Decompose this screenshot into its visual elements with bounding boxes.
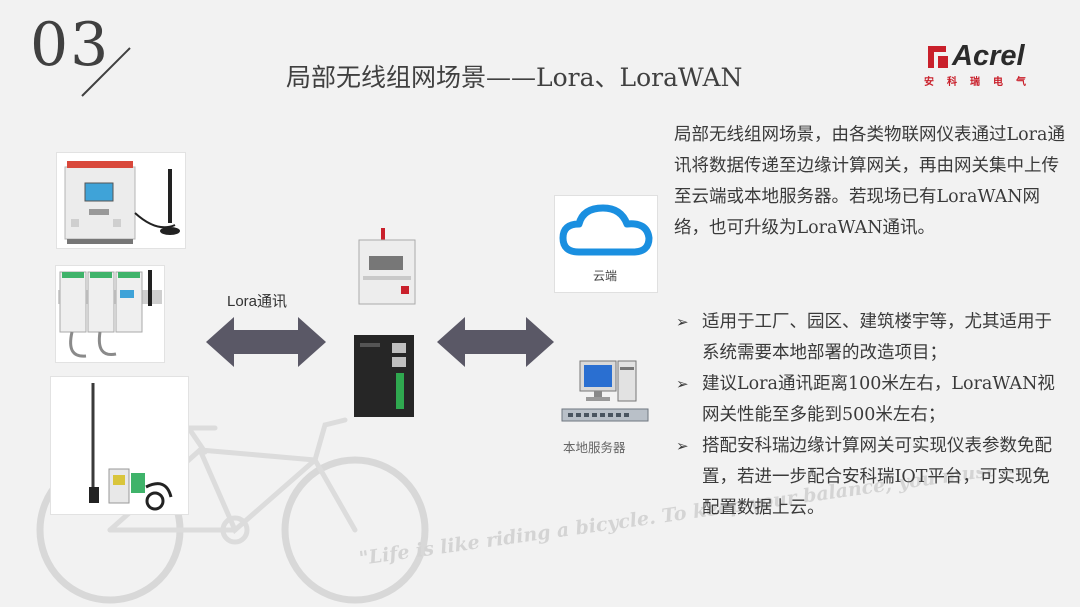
din-meter-antenna-icon (64, 161, 180, 244)
cloud-icon (559, 204, 653, 256)
bullet-text: 建议Lora通讯距离100米左右，LoraWAN视网关性能至多能到500米左右； (702, 374, 1055, 425)
lora-communication-label: Lora通讯 (227, 293, 288, 310)
left-double-arrow (206, 317, 326, 367)
arrow-bullet-icon: ➢ (676, 313, 689, 331)
modular-meter-icon (58, 270, 162, 358)
acrel-logo-mark-icon (928, 46, 948, 68)
logo-subtitle: 安科瑞电气 (924, 77, 1039, 88)
wireless-sensor-antenna-icon (89, 383, 173, 511)
motto-text: "Life is like riding a bicycle. To keep … (360, 470, 1080, 570)
list-item: ➢ 搭配安科瑞边缘计算网关可实现仪表参数免配置，若进一步配合安科瑞IOT平台，可… (674, 431, 1066, 524)
gateway-edge-device (352, 333, 416, 419)
local-server-device (560, 355, 650, 433)
list-item: ➢ 适用于工厂、园区、建筑楼宇等，尤其适用于系统需要本地部署的改造项目； (674, 307, 1066, 369)
edge-computing-gateway-icon (354, 335, 414, 417)
bullet-text: 搭配安科瑞边缘计算网关可实现仪表参数免配置，若进一步配合安科瑞IOT平台，可实现… (702, 436, 1052, 518)
cloud-label: 云端 (593, 269, 618, 283)
device-card-meter-3 (50, 376, 189, 515)
arrow-bullet-icon: ➢ (676, 375, 689, 393)
arrow-bullet-icon: ➢ (676, 437, 689, 455)
right-double-arrow (437, 317, 554, 367)
slide-number: 03 (30, 10, 111, 80)
slash-divider (81, 47, 131, 97)
device-card-meter-1 (56, 152, 186, 249)
device-card-meter-2 (55, 265, 165, 363)
local-server-label: 本地服务器 (563, 440, 626, 455)
gateway-din-device (351, 228, 423, 306)
feature-list: ➢ 适用于工厂、园区、建筑楼宇等，尤其适用于系统需要本地部署的改造项目； ➢ 建… (674, 307, 1066, 524)
acrel-logo: Acrel 安科瑞电气 (922, 40, 1040, 88)
description-paragraph: 局部无线组网场景，由各类物联网仪表通过Lora通讯将数据传递至边缘计算网关，再由… (674, 125, 1065, 238)
list-item: ➢ 建议Lora通讯距离100米左右，LoraWAN视网关性能至多能到500米左… (674, 369, 1066, 431)
bullet-text: 适用于工厂、园区、建筑楼宇等，尤其适用于系统需要本地部署的改造项目； (702, 312, 1052, 363)
computer-server-icon (561, 360, 649, 422)
page-title: 局部无线组网场景——Lora、LoraWAN (286, 63, 743, 92)
cloud-card (554, 195, 658, 293)
logo-text: Acrel (952, 40, 1025, 72)
din-gateway-icon (358, 228, 416, 305)
